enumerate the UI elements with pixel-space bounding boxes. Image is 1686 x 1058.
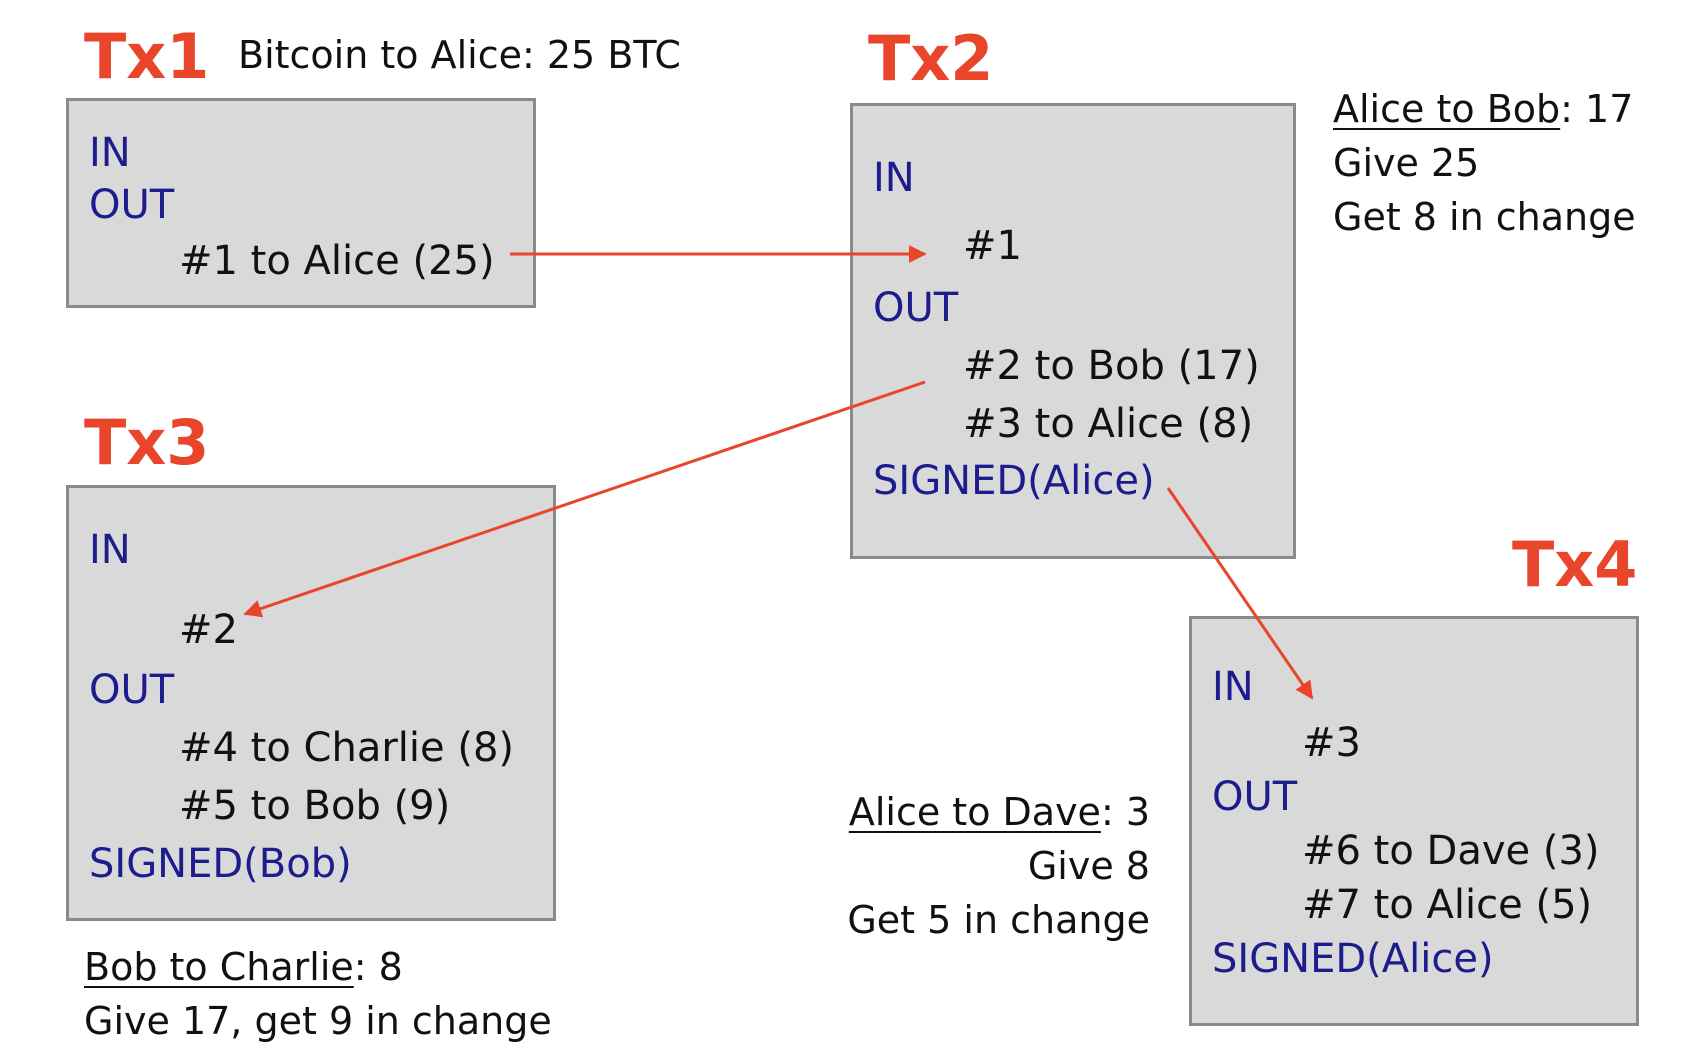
tx3-note-line-1: Give 17, get 9 in change xyxy=(84,999,552,1043)
tx2-title: Tx2 xyxy=(868,22,994,95)
tx2-in-label: IN xyxy=(873,155,915,201)
tx4-box: IN #3 OUT #6 to Dave (3) #7 to Alice (5)… xyxy=(1189,616,1639,1026)
tx4-output-2: #7 to Alice (5) xyxy=(1302,882,1593,928)
tx2-note-heading-value: : 17 xyxy=(1560,87,1634,131)
tx3-output-1: #4 to Charlie (8) xyxy=(179,725,514,771)
tx4-note: Alice to Dave: 3 Give 8 Get 5 in change xyxy=(847,785,1150,947)
tx3-note: Bob to Charlie: 8 Give 17, get 9 in chan… xyxy=(84,940,552,1048)
tx1-box: IN OUT #1 to Alice (25) xyxy=(66,98,536,308)
tx3-note-heading-line: Bob to Charlie: 8 xyxy=(84,940,552,994)
tx3-in-label: IN xyxy=(89,527,131,573)
tx2-note: Alice to Bob: 17 Give 25 Get 8 in change xyxy=(1333,82,1636,244)
tx4-note-heading-line: Alice to Dave: 3 xyxy=(847,785,1150,839)
tx3-note-heading-value: : 8 xyxy=(353,945,403,989)
tx3-output-2: #5 to Bob (9) xyxy=(179,783,451,829)
tx2-input-1: #1 xyxy=(963,223,1022,269)
tx4-out-label: OUT xyxy=(1212,774,1298,820)
tx2-out-label: OUT xyxy=(873,285,959,331)
tx2-signed: SIGNED(Alice) xyxy=(873,458,1155,504)
tx1-caption: Bitcoin to Alice: 25 BTC xyxy=(238,33,681,77)
tx4-note-line-1: Give 8 xyxy=(1027,844,1150,888)
tx4-signed: SIGNED(Alice) xyxy=(1212,936,1494,982)
tx1-out-label: OUT xyxy=(89,182,175,228)
tx2-note-heading: Alice to Bob xyxy=(1333,87,1561,131)
tx4-output-1: #6 to Dave (3) xyxy=(1302,828,1600,874)
tx3-input-1: #2 xyxy=(179,607,238,653)
tx1-title: Tx1 xyxy=(84,20,210,93)
tx2-note-heading-line: Alice to Bob: 17 xyxy=(1333,82,1636,136)
tx2-note-line-1: Give 25 xyxy=(1333,141,1480,185)
tx4-input-1: #3 xyxy=(1302,720,1361,766)
tx3-title: Tx3 xyxy=(84,406,210,479)
tx4-in-label: IN xyxy=(1212,664,1254,710)
tx1-in-label: IN xyxy=(89,130,131,176)
tx4-note-line-2: Get 5 in change xyxy=(847,898,1150,942)
tx1-output-1: #1 to Alice (25) xyxy=(179,238,495,284)
tx3-box: IN #2 OUT #4 to Charlie (8) #5 to Bob (9… xyxy=(66,485,556,921)
tx4-note-heading: Alice to Dave xyxy=(848,790,1101,834)
tx2-output-1: #2 to Bob (17) xyxy=(963,343,1260,389)
tx2-output-2: #3 to Alice (8) xyxy=(963,401,1254,447)
tx2-note-line-2: Get 8 in change xyxy=(1333,195,1636,239)
tx4-title: Tx4 xyxy=(1512,528,1638,601)
tx3-note-heading: Bob to Charlie xyxy=(84,945,354,989)
tx3-signed: SIGNED(Bob) xyxy=(89,841,352,887)
tx3-out-label: OUT xyxy=(89,667,175,713)
tx2-box: IN #1 OUT #2 to Bob (17) #3 to Alice (8)… xyxy=(850,103,1296,559)
tx4-note-heading-value: : 3 xyxy=(1100,790,1150,834)
